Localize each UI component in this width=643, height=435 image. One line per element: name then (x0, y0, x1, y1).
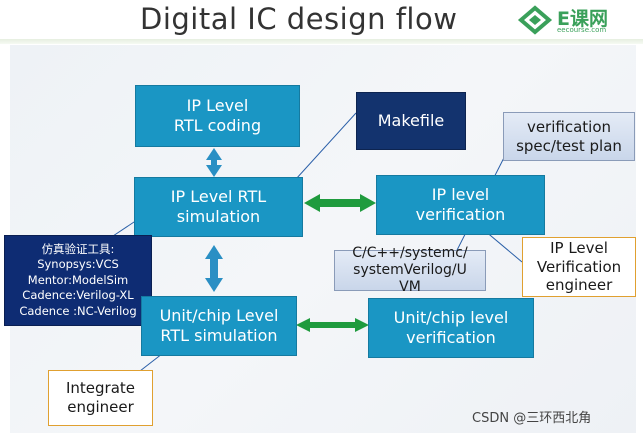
header-divider (0, 39, 643, 44)
unit-rtl-simulation-box: Unit/chip Level RTL simulation (141, 296, 297, 356)
arrow-unit-sim-verif (296, 318, 369, 332)
logo-mark-icon (517, 5, 553, 35)
horizontal-arrows (296, 194, 376, 332)
ip-verification-engineer-box: IP Level Verification engineer (522, 237, 636, 297)
tool-item: Cadence :NC-Verilog (19, 303, 137, 318)
logo-brand: E课网 (557, 8, 608, 30)
unit-verification-box: Unit/chip level verification (368, 298, 534, 358)
arrow-ip-sim-verif (304, 194, 376, 212)
simulation-tools-box: 仿真验证工具: Synopsys:VCS Mentor:ModelSim Cad… (4, 235, 152, 326)
vertical-arrows (205, 148, 223, 292)
tool-item: Cadence:Verilog-XL (22, 288, 134, 303)
arrow-simulation-unit (205, 245, 223, 292)
makefile-box: Makefile (356, 92, 466, 150)
tools-heading: 仿真验证工具: (41, 241, 115, 256)
ip-rtl-simulation-box: IP Level RTL simulation (134, 177, 303, 237)
tool-item: Synopsys:VCS (37, 257, 119, 272)
page-title: Digital IC design flow (140, 2, 458, 36)
logo-subtitle: eecourse.com (557, 26, 607, 34)
verification-plan-box: verification spec/test plan (503, 112, 635, 161)
ip-rtl-coding-box: IP Level RTL coding (135, 85, 300, 147)
arrow-coding-simulation (206, 148, 222, 177)
tool-item: Mentor:ModelSim (27, 272, 129, 287)
ip-verification-box: IP level verification (376, 175, 545, 235)
watermark: CSDN @三环西北角 (472, 411, 592, 426)
integrate-engineer-box: Integrate engineer (48, 370, 153, 426)
logo: E课网 eecourse.com (517, 4, 637, 36)
languages-box: C/C++/systemc/ systemVerilog/U VM (334, 245, 486, 295)
